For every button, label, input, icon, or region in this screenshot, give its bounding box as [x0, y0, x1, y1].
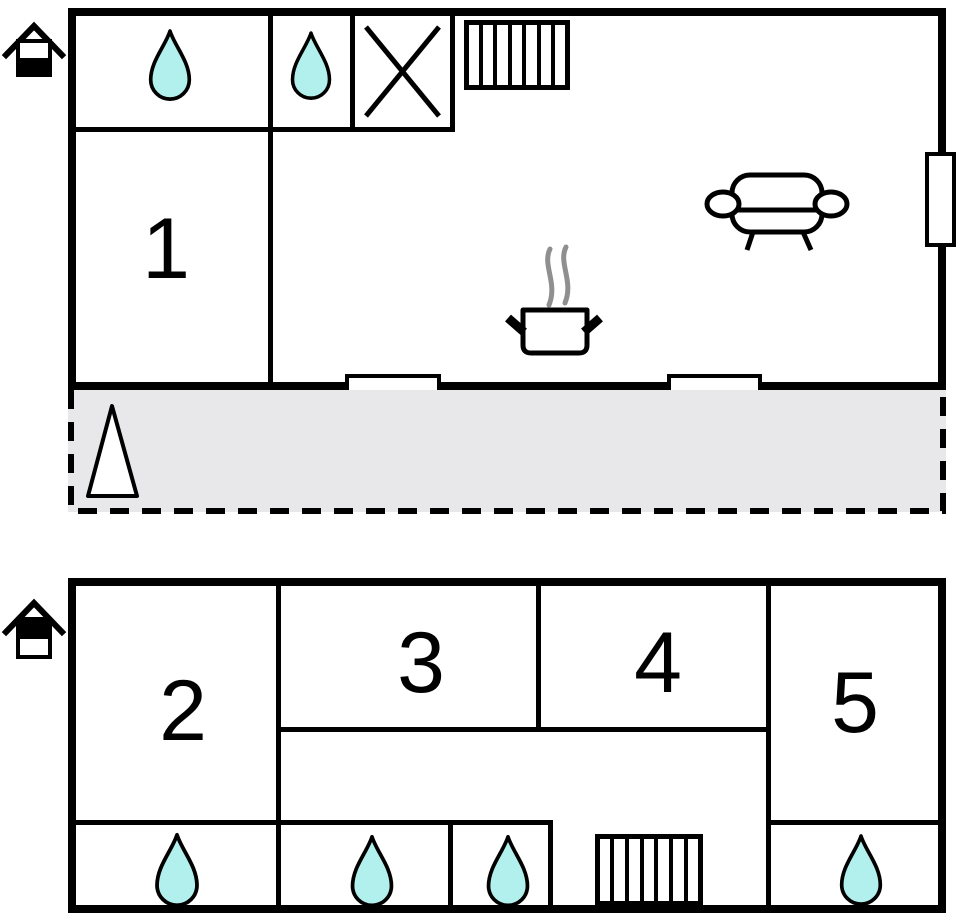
wall [281, 727, 766, 732]
wall [536, 586, 541, 732]
wall [938, 578, 946, 913]
water-drop-icon [148, 29, 192, 101]
water-drop-icon [486, 834, 530, 908]
water-drop-icon [155, 832, 199, 908]
crossed-box-icon [364, 25, 441, 118]
house-upper-floor-icon [1, 598, 67, 659]
room-label-3: 3 [397, 615, 445, 711]
wall [276, 586, 281, 905]
water-drop-icon [839, 834, 883, 906]
wall [76, 127, 455, 132]
stairs-icon [595, 834, 703, 906]
water-drop-icon [350, 834, 394, 908]
house-lower-floor-icon [1, 21, 67, 77]
stairs-icon [464, 20, 570, 90]
wall [450, 16, 455, 132]
house-roof [1, 21, 67, 60]
house-lower-fill [16, 58, 52, 76]
room-label-2: 2 [159, 663, 207, 759]
wall [68, 905, 946, 913]
room-label-5: 5 [831, 655, 879, 751]
terrace-dashed-border [68, 390, 946, 514]
wall [68, 8, 946, 16]
wall [268, 16, 273, 382]
wall [76, 820, 276, 825]
wall [68, 578, 76, 913]
window [925, 152, 956, 247]
wall [68, 8, 76, 390]
wall [281, 820, 553, 825]
wall [350, 16, 355, 132]
wall [68, 382, 946, 390]
sofa-icon [704, 172, 850, 252]
steam-line [545, 246, 555, 308]
wall [448, 825, 453, 905]
wall [771, 820, 938, 825]
room-label-1: 1 [142, 201, 190, 297]
wall [766, 586, 771, 905]
water-drop-icon [290, 31, 332, 100]
wall [548, 825, 553, 905]
steaming-pot-icon [505, 244, 603, 356]
terrace-area [68, 390, 946, 512]
tree-icon [86, 404, 139, 498]
wall [68, 578, 946, 586]
steam-line [561, 244, 571, 306]
room-label-4: 4 [634, 615, 682, 711]
house-roof [1, 598, 67, 637]
house-upper-fill [16, 617, 52, 639]
